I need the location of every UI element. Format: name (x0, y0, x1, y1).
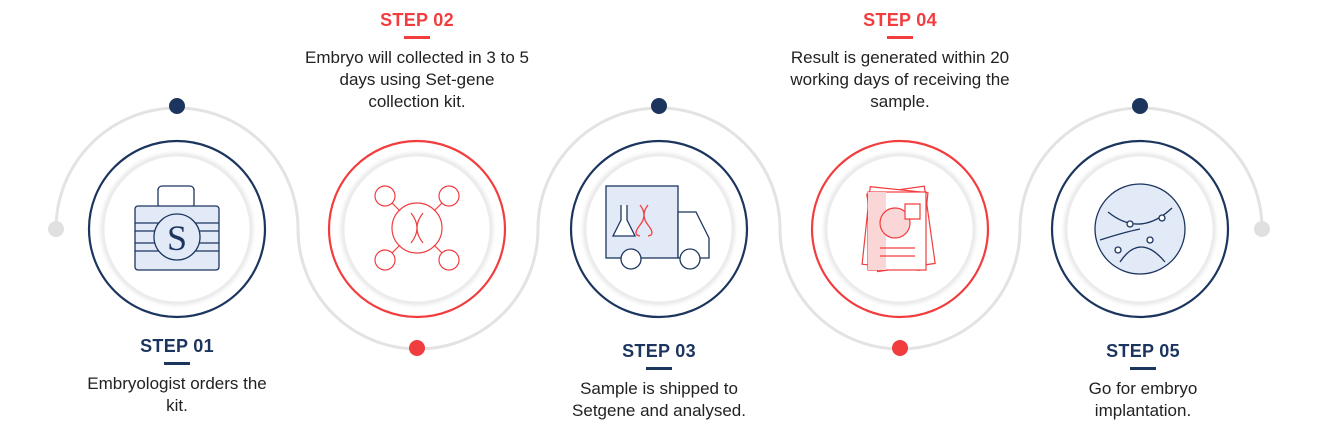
step-02: STEP 02 Embryo will collected in 3 to 5 … (287, 10, 547, 113)
svg-text:S: S (167, 218, 187, 258)
step-underline (646, 367, 672, 370)
step-marker-dot (409, 340, 425, 356)
start-dot (48, 221, 64, 237)
step-title: STEP 04 (863, 10, 937, 30)
step-01: STEP 01 Embryologist orders the kit. (47, 336, 307, 417)
step-marker-dot (169, 98, 185, 114)
step-description: Result is generated within 20 working da… (790, 48, 1010, 111)
step-05: STEP 05 Go for embryo implantation. (1013, 341, 1273, 422)
step-title: STEP 01 (140, 336, 214, 356)
step-description: Embryo will collected in 3 to 5 days usi… (305, 48, 529, 111)
step-marker-dot (892, 340, 908, 356)
step-description: Embryologist orders the kit. (87, 374, 267, 415)
step-underline (1130, 367, 1156, 370)
embryo-icon (1094, 183, 1186, 275)
step-title: STEP 05 (1106, 341, 1180, 361)
step-description: Sample is shipped to Setgene and analyse… (572, 379, 746, 420)
step-03: STEP 03 Sample is shipped to Setgene and… (529, 341, 789, 422)
step-underline (887, 36, 913, 39)
step-marker-dot (651, 98, 667, 114)
step-underline (164, 362, 190, 365)
step-description: Go for embryo implantation. (1088, 379, 1198, 420)
end-dot (1254, 221, 1270, 237)
step-title: STEP 03 (622, 341, 696, 361)
step-04: STEP 04 Result is generated within 20 wo… (770, 10, 1030, 113)
step-title: STEP 02 (380, 10, 454, 30)
step-marker-dot (1132, 98, 1148, 114)
briefcase-dna-icon: S (134, 185, 220, 271)
report-chart-icon (861, 185, 936, 273)
dna-network-icon (374, 185, 460, 271)
step-underline (404, 36, 430, 39)
delivery-truck-icon (605, 185, 710, 270)
